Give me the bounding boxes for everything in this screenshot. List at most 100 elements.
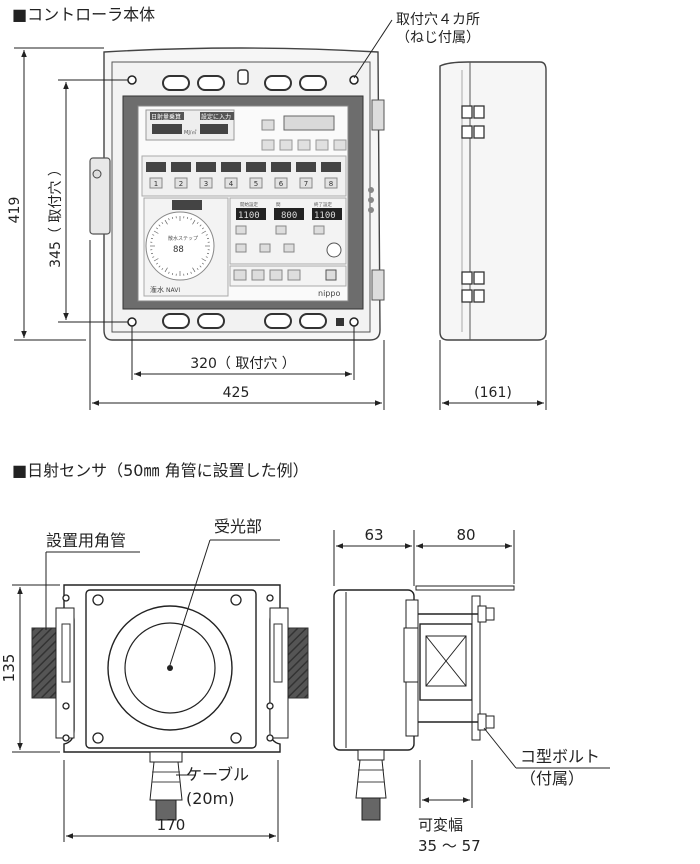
gauge-tick bbox=[205, 234, 208, 236]
step-number: 6 bbox=[279, 180, 284, 188]
gauge-tick bbox=[202, 262, 205, 265]
digits-b: 800 bbox=[281, 211, 297, 221]
bolt-note: （付属） bbox=[520, 769, 584, 788]
gauge-digits: 88 bbox=[173, 245, 184, 255]
brand-en: NAVI bbox=[166, 287, 180, 294]
side-dim-b: 80 bbox=[456, 526, 475, 544]
gauge-tick bbox=[150, 252, 154, 255]
gauge-tick bbox=[158, 224, 161, 227]
gauge-tick bbox=[186, 216, 189, 220]
gauge-tick bbox=[152, 234, 155, 236]
gauge-tick bbox=[153, 258, 159, 262]
controller-heading: ■コントローラ本体 bbox=[12, 5, 155, 24]
height-holes: 345（ 取付穴 ） bbox=[48, 162, 64, 268]
gauge-tick bbox=[196, 221, 199, 224]
sensor-height: 135 bbox=[0, 654, 18, 683]
step-number: 5 bbox=[254, 180, 258, 188]
step-display bbox=[171, 162, 191, 172]
digits-a: 1100 bbox=[238, 211, 260, 221]
gauge-tick bbox=[164, 219, 168, 225]
gauge-tick bbox=[192, 267, 196, 273]
step-number: 7 bbox=[304, 180, 308, 188]
controller-side-view bbox=[439, 61, 547, 341]
interval-label: 間 bbox=[276, 202, 281, 208]
pipe-label: 設置用角管 bbox=[46, 531, 126, 550]
gauge-tick bbox=[196, 268, 199, 271]
step-number: 4 bbox=[229, 180, 234, 188]
cable-length: (20m) bbox=[186, 789, 234, 808]
cable-label: ケーブル bbox=[186, 765, 249, 784]
gauge-tick bbox=[150, 237, 154, 240]
step-button bbox=[224, 177, 238, 189]
gauge-tick bbox=[186, 272, 189, 276]
sensor-heading: ■日射センサ（50㎜ 角管に設置した例） bbox=[12, 461, 309, 480]
step-number: 8 bbox=[329, 180, 333, 188]
receiver-label: 受光部 bbox=[214, 517, 262, 536]
gauge-tick bbox=[164, 267, 168, 273]
gauge-tick bbox=[199, 224, 202, 227]
gauge-tick bbox=[206, 237, 210, 240]
gauge-tick bbox=[202, 227, 205, 230]
gauge-tick bbox=[171, 272, 174, 276]
bolt-label: コ型ボルト bbox=[520, 747, 600, 766]
gauge-title: 散水ステップ bbox=[168, 235, 198, 242]
gauge-tick bbox=[171, 216, 174, 220]
sensor-front-dimensions bbox=[12, 539, 280, 842]
step-button bbox=[249, 177, 263, 189]
step-button bbox=[149, 177, 163, 189]
step-display-row bbox=[146, 162, 341, 172]
gauge-tick bbox=[161, 221, 164, 224]
adjust-label: 可変幅 bbox=[418, 816, 463, 834]
gauge-tick bbox=[201, 258, 207, 262]
sensor-front-view bbox=[31, 584, 309, 821]
step-button bbox=[174, 177, 188, 189]
step-button bbox=[274, 177, 288, 189]
gauge-tick bbox=[168, 218, 170, 221]
gauge-tick bbox=[161, 268, 164, 271]
width-holes: 320（ 取付穴 ） bbox=[190, 356, 296, 372]
sensor-side-view bbox=[333, 585, 515, 821]
gauge-tick bbox=[152, 256, 155, 258]
start-label: 開始設定 bbox=[240, 201, 258, 208]
step-number: 2 bbox=[179, 180, 183, 188]
gauge-tick bbox=[190, 271, 192, 274]
step-display bbox=[146, 162, 166, 172]
gauge-tick bbox=[190, 218, 192, 221]
step-button bbox=[299, 177, 313, 189]
step-display bbox=[321, 162, 341, 172]
day-count-label: 日射量乗算 bbox=[151, 113, 181, 121]
setting-label: 設定に入力 bbox=[201, 113, 231, 121]
gauge-tick bbox=[153, 230, 159, 234]
step-gauge bbox=[145, 211, 215, 281]
gauge-tick bbox=[201, 230, 207, 234]
gauge-tick bbox=[158, 265, 161, 268]
sensor-side-dimensions bbox=[333, 530, 610, 808]
finish-label: 終了設定 bbox=[314, 201, 332, 208]
logo: nippo bbox=[318, 289, 340, 298]
step-display bbox=[271, 162, 291, 172]
width-total: 425 bbox=[223, 385, 250, 401]
gauge-tick bbox=[155, 262, 158, 265]
gauge-tick bbox=[206, 252, 210, 255]
side-dim-a: 63 bbox=[364, 526, 383, 544]
mount-holes-note: （ねじ付属） bbox=[396, 30, 480, 46]
step-display bbox=[221, 162, 241, 172]
gauge-tick bbox=[205, 256, 208, 258]
lock-icon bbox=[325, 269, 337, 281]
height-total: 419 bbox=[7, 197, 23, 224]
gauge-tick bbox=[192, 219, 196, 225]
step-display bbox=[196, 162, 216, 172]
gauge-tick bbox=[199, 265, 202, 268]
brand-jp: 潅水 bbox=[150, 285, 164, 294]
controller-dimensions bbox=[14, 19, 547, 410]
day-count-label-box bbox=[150, 112, 184, 120]
digits-c: 1100 bbox=[314, 211, 336, 221]
step-display bbox=[296, 162, 316, 172]
depth-dimension: (161) bbox=[474, 385, 512, 401]
step-display bbox=[246, 162, 266, 172]
step-button bbox=[324, 177, 338, 189]
step-number: 3 bbox=[204, 180, 208, 188]
counter-unit: MJ/㎡ bbox=[184, 129, 196, 136]
